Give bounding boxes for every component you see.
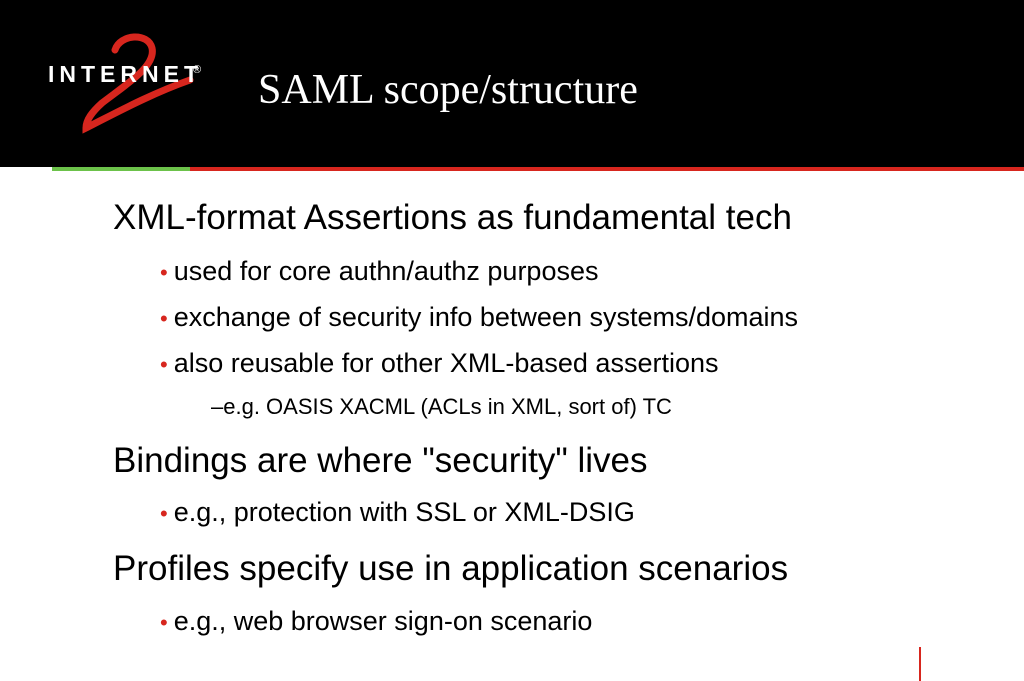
registered-mark: ® bbox=[193, 64, 202, 76]
bullet-text: used for core authn/authz purposes bbox=[173, 256, 599, 286]
bullet-level2: •used for core authn/authz purposes bbox=[160, 256, 598, 287]
header-divider-red bbox=[190, 167, 1024, 171]
bullet-text: e.g. OASIS XACML (ACLs in XML, sort of) … bbox=[223, 394, 672, 419]
bullet-text: also reusable for other XML-based assert… bbox=[173, 348, 719, 378]
logo-wordmark: INTERNET bbox=[48, 61, 203, 87]
bullet-level2: •e.g., web browser sign-on scenario bbox=[160, 606, 592, 637]
header-bar: INTERNET ® SAML scope/structure bbox=[0, 0, 1024, 167]
bullet-dot-icon: • bbox=[160, 260, 168, 285]
bullet-dot-icon: • bbox=[160, 501, 168, 526]
bullet-dot-icon: • bbox=[160, 352, 168, 377]
bullet-dot-icon: • bbox=[160, 610, 168, 635]
internet2-logo: INTERNET ® bbox=[40, 28, 210, 138]
corner-accent-line bbox=[919, 647, 921, 681]
bullet-level3: –e.g. OASIS XACML (ACLs in XML, sort of)… bbox=[211, 394, 672, 420]
bullet-level2: •also reusable for other XML-based asser… bbox=[160, 348, 719, 379]
bullet-level1: Profiles specify use in application scen… bbox=[113, 549, 789, 588]
bullet-level2: •e.g., protection with SSL or XML-DSIG bbox=[160, 497, 635, 528]
internet2-two-icon bbox=[82, 33, 194, 134]
dash-icon: – bbox=[211, 394, 224, 419]
bullet-level1: XML-format Assertions as fundamental tec… bbox=[113, 198, 792, 237]
bullet-text: e.g., protection with SSL or XML-DSIG bbox=[173, 497, 635, 527]
bullet-text: e.g., web browser sign-on scenario bbox=[173, 606, 593, 636]
bullet-level2: •exchange of security info between syste… bbox=[160, 302, 798, 333]
header-divider-green bbox=[52, 167, 190, 171]
bullet-level1: Bindings are where "security" lives bbox=[113, 441, 648, 480]
bullet-dot-icon: • bbox=[160, 306, 168, 331]
slide-title: SAML scope/structure bbox=[258, 67, 638, 113]
bullet-text: exchange of security info between system… bbox=[173, 302, 799, 332]
